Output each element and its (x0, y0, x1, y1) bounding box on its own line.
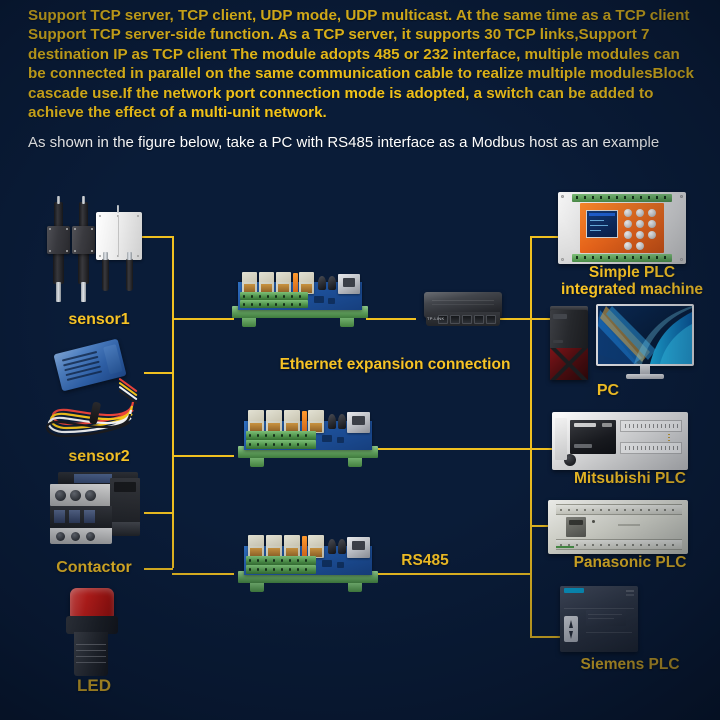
wire-switch-to-right-trunk (500, 318, 531, 320)
sensor2-label: sensor2 (68, 448, 130, 465)
siemens-plc-label: Siemens PLC (580, 656, 680, 673)
wire-right-stub-simple-plc (530, 236, 560, 238)
sensor2-device (33, 338, 163, 450)
panasonic-plc-device (548, 500, 688, 554)
ethernet-expansion-label: Ethernet expansion connection (279, 356, 511, 373)
monitor-wallpaper (598, 306, 692, 364)
pc-device (548, 300, 698, 382)
led-label: LED (77, 676, 111, 695)
relay-module-1 (232, 272, 368, 336)
wire-trunk-to-module-3 (172, 573, 234, 575)
led-indicator-device (62, 588, 126, 676)
wire-module-2-to-right-trunk (376, 448, 531, 450)
relay-module-2 (238, 410, 378, 476)
ethernet-switch: TP-LINK (424, 292, 502, 330)
sensor2-wire-harness (45, 401, 135, 438)
wire-right-trunk (530, 236, 532, 636)
siemens-plc-device (560, 586, 638, 652)
rs485-label: RS485 (401, 552, 449, 569)
contactor-label: Contactor (56, 559, 132, 576)
relay-module-3 (238, 535, 378, 601)
sensor1-label: sensor1 (68, 311, 130, 328)
intro-paragraph: Support TCP server, TCP client, UDP mode… (28, 7, 694, 122)
header-text-block: Support TCP server, TCP client, UDP mode… (28, 6, 694, 154)
wire-trunk-to-module-1 (172, 318, 234, 320)
contactor-device (38, 470, 158, 558)
sensor1-device (40, 196, 158, 308)
panasonic-plc-label: Panasonic PLC (573, 554, 687, 571)
example-paragraph: As shown in the figure below, take a PC … (28, 134, 660, 152)
mitsubishi-plc-device (552, 412, 688, 470)
wire-module-1-to-switch (366, 318, 416, 320)
simple-plc-label: Simple PLC integrated machine (560, 264, 704, 299)
wire-right-stub-mitsubishi (530, 448, 554, 450)
wire-right-stub-siemens (530, 636, 560, 638)
mitsubishi-plc-label: Mitsubishi PLC (574, 470, 686, 487)
wire-trunk-to-module-2 (172, 455, 234, 457)
pc-label: PC (596, 382, 620, 399)
wire-module-3-to-right-trunk (376, 573, 531, 575)
wire-left-trunk (172, 236, 174, 568)
simple-plc-integrated-machine (558, 192, 686, 264)
